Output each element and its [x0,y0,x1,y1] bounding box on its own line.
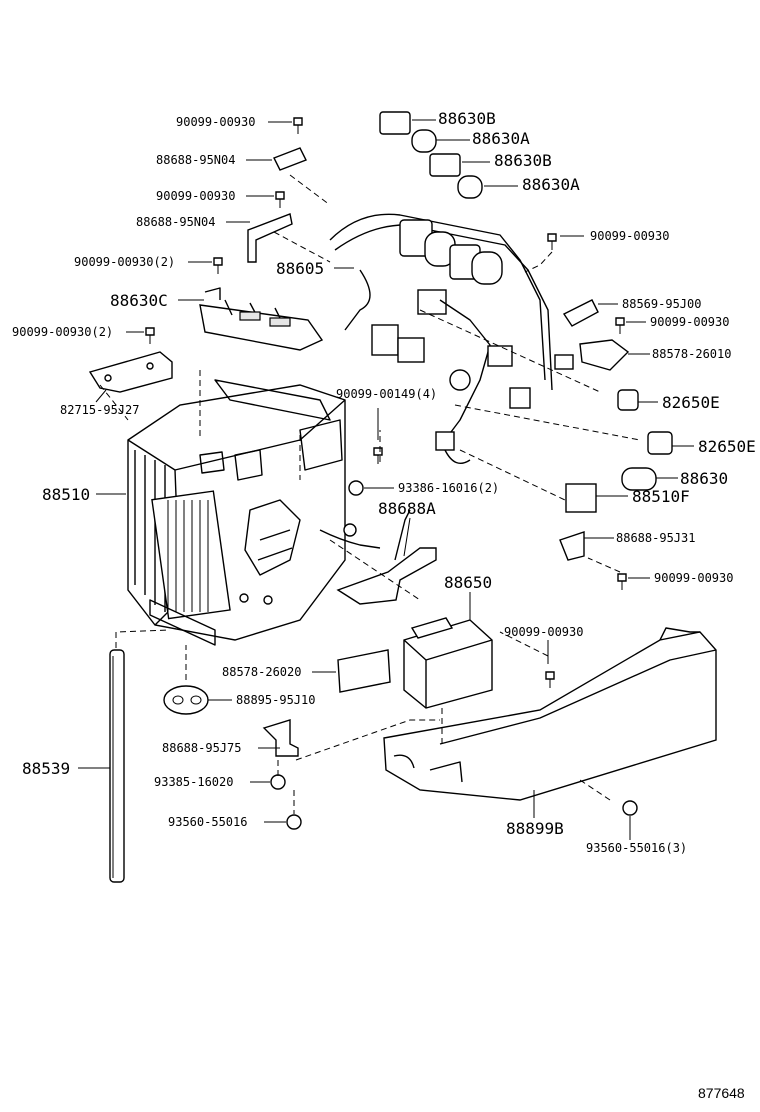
part-label[interactable]: 88630A [522,175,580,194]
wire-harness-drawing [329,213,574,464]
part-label[interactable]: 82650E [662,393,720,412]
part-label[interactable]: 90099-00930(2) [74,255,175,269]
line-art [78,111,717,883]
mounting-plate-drawing [88,351,173,393]
part-label[interactable]: 93385-16020 [154,775,233,789]
part-label[interactable]: 88899B [506,819,564,838]
relay-bracket-drawing [199,287,324,351]
part-label[interactable]: 88895-95J10 [236,693,315,707]
part-label[interactable]: 93560-55016 [168,815,247,829]
sensor-bracket-drawing [319,509,437,605]
part-label[interactable]: 90099-00930 [650,315,729,329]
small-bracket-drawing [262,719,299,757]
drain-pipe-drawing [109,649,125,883]
part-label[interactable]: 90099-00930 [504,625,583,639]
part-label[interactable]: 82715-95J27 [60,403,139,417]
part-label[interactable]: 88688A [378,499,436,518]
insulator-pad-drawing [337,649,391,693]
amplifier-drawing [403,617,493,709]
part-label[interactable]: 88605 [276,259,324,278]
under-cover-drawing [383,627,717,801]
screw-drawings [145,117,627,688]
guide-lines [99,174,641,814]
grommet-drawing [163,685,209,715]
part-label[interactable]: 90099-00930 [590,229,669,243]
part-label[interactable]: 90099-00930 [156,189,235,203]
part-label[interactable]: 88630B [494,151,552,170]
part-label[interactable]: 88510F [632,487,690,506]
part-label[interactable]: 90099-00930 [176,115,255,129]
part-label[interactable]: 88578-26010 [652,347,731,361]
part-label[interactable]: 88539 [22,759,70,778]
part-label[interactable]: 88630C [110,291,168,310]
part-label[interactable]: 88650 [444,573,492,592]
part-label[interactable]: 93386-16016(2) [398,481,499,495]
clip-circle-drawings [270,480,638,830]
part-label[interactable]: 88688-95N04 [136,215,215,229]
figure-number: 877648 [698,1085,745,1101]
part-labels: 90099-00930 88688-95N04 90099-00930 8868… [12,109,756,855]
part-label[interactable]: 90099-00149(4) [336,387,437,401]
part-label[interactable]: 90099-00930(2) [12,325,113,339]
part-label[interactable]: 88630 [680,469,728,488]
part-label[interactable]: 90099-00930 [654,571,733,585]
part-label[interactable]: 88578-26020 [222,665,301,679]
clamp-drawings [247,147,307,263]
part-label[interactable]: 88688-95J31 [616,531,695,545]
leader-lines [78,119,694,840]
right-components-drawing [559,299,673,561]
relay-drawings [379,111,483,199]
part-label[interactable]: 88569-95J00 [622,297,701,311]
part-label[interactable]: 82650E [698,437,756,456]
part-label[interactable]: 88630A [472,129,530,148]
part-label[interactable]: 88510 [42,485,90,504]
part-label[interactable]: 88630B [438,109,496,128]
part-label[interactable]: 93560-55016(3) [586,841,687,855]
cooling-unit-drawing [127,379,346,646]
part-label[interactable]: 88688-95J75 [162,741,241,755]
part-label[interactable]: 88688-95N04 [156,153,235,167]
